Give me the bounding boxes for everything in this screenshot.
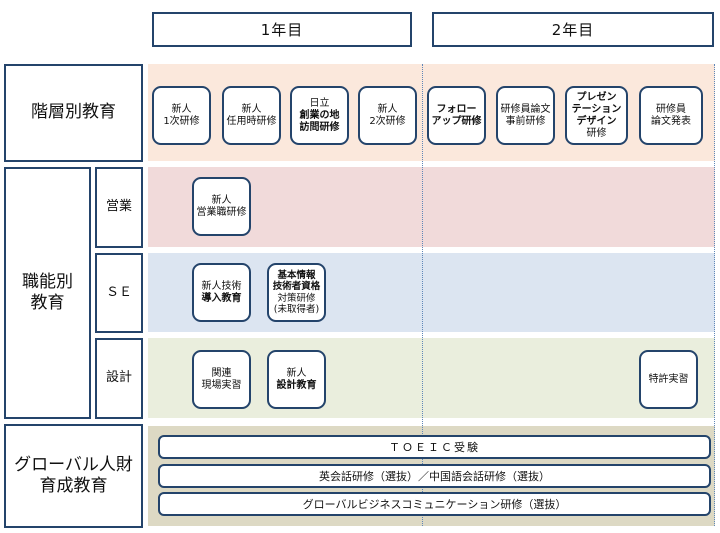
course-text: 2次研修 (369, 115, 406, 127)
category-global-label-1: グローバル人財 (14, 454, 133, 475)
global-course-text: グローバルビジネスコミュニケーション研修（選抜） (302, 498, 567, 511)
course-text: 関連 (211, 367, 232, 379)
course-text: 研修員 (656, 103, 686, 115)
global-course-text: 英会話研修（選抜）／中国語会話研修（選抜） (319, 470, 550, 483)
global-course-text: ＴＯＥＩＣ受験 (389, 441, 480, 454)
course-card: 研修員論文事前研修 (496, 86, 555, 145)
course-text: 新人 (171, 103, 192, 115)
subcategory-se-label: ＳＥ (105, 284, 132, 300)
subcategory-sekkei: 設計 (95, 338, 143, 419)
course-text: 特許実習 (648, 373, 689, 385)
course-card: 関連現場実習 (192, 350, 251, 409)
year-divider-line (422, 64, 423, 526)
course-text: 事前研修 (505, 115, 546, 127)
course-text: 現場実習 (201, 379, 242, 391)
global-course-bar: ＴＯＥＩＣ受験 (158, 435, 711, 459)
course-card: 基本情報技術者資格対策研修(未取得者) (267, 263, 326, 322)
course-card: 特許実習 (639, 350, 698, 409)
year-1-label: 1年目 (260, 21, 304, 39)
category-kaisou-label: 階層別教育 (31, 102, 116, 123)
category-global: グローバル人財 育成教育 (4, 424, 143, 528)
category-shokunou-label-1: 職能別 (22, 271, 73, 292)
course-text: テーション (571, 103, 622, 115)
course-text: 営業職研修 (196, 206, 247, 218)
course-text: プレゼン (576, 91, 617, 103)
right-edge-line (714, 64, 715, 526)
course-text: 対策研修 (277, 292, 316, 304)
course-card: 研修員論文発表 (639, 86, 703, 145)
year-2-label: 2年目 (551, 21, 595, 39)
subcategory-se: ＳＥ (95, 253, 143, 333)
course-text: 新人 (241, 103, 262, 115)
global-course-bar: 英会話研修（選抜）／中国語会話研修（選抜） (158, 464, 711, 488)
category-shokunou: 職能別 教育 (4, 167, 91, 419)
course-text: (未取得者) (273, 303, 320, 315)
course-text: 日立 (309, 97, 330, 109)
subcategory-eigyo-label: 営業 (105, 199, 132, 215)
course-text: 創業の地 (299, 109, 340, 121)
course-text: デザイン (576, 115, 617, 127)
year-header-2: 2年目 (432, 12, 714, 47)
course-card: 新人技術導入教育 (192, 263, 251, 322)
course-text: 新人 (377, 103, 398, 115)
course-text: 技術者資格 (272, 281, 321, 293)
course-text: フォロー (436, 103, 477, 115)
course-text: 新人 (286, 367, 307, 379)
course-card: プレゼンテーションデザイン研修 (565, 86, 628, 145)
course-text: 導入教育 (201, 292, 242, 304)
course-card: 日立創業の地訪問研修 (290, 86, 349, 145)
category-global-label-2: 育成教育 (39, 476, 108, 496)
course-card: 新人任用時研修 (222, 86, 281, 145)
subcategory-eigyo: 営業 (95, 167, 143, 248)
course-card: 新人営業職研修 (192, 177, 251, 236)
course-card: フォローアップ研修 (427, 86, 486, 145)
course-text: 研修員論文 (500, 103, 551, 115)
course-text: 基本情報 (277, 269, 316, 281)
course-text: 訪問研修 (299, 121, 340, 133)
subcategory-sekkei-label: 設計 (105, 370, 132, 386)
course-text: 1次研修 (163, 115, 200, 127)
course-card: 新人設計教育 (267, 350, 326, 409)
course-text: 任用時研修 (226, 115, 277, 127)
year-header-1: 1年目 (152, 12, 412, 47)
category-kaisou: 階層別教育 (4, 64, 143, 162)
course-text: 論文発表 (651, 115, 691, 127)
category-shokunou-label-2: 教育 (30, 293, 65, 313)
global-course-bar: グローバルビジネスコミュニケーション研修（選抜） (158, 492, 711, 516)
course-text: 新人技術 (201, 280, 242, 292)
course-text: アップ研修 (431, 115, 482, 127)
course-text: 新人 (211, 194, 232, 206)
course-text: 研修 (586, 127, 607, 139)
course-text: 設計教育 (276, 379, 317, 391)
